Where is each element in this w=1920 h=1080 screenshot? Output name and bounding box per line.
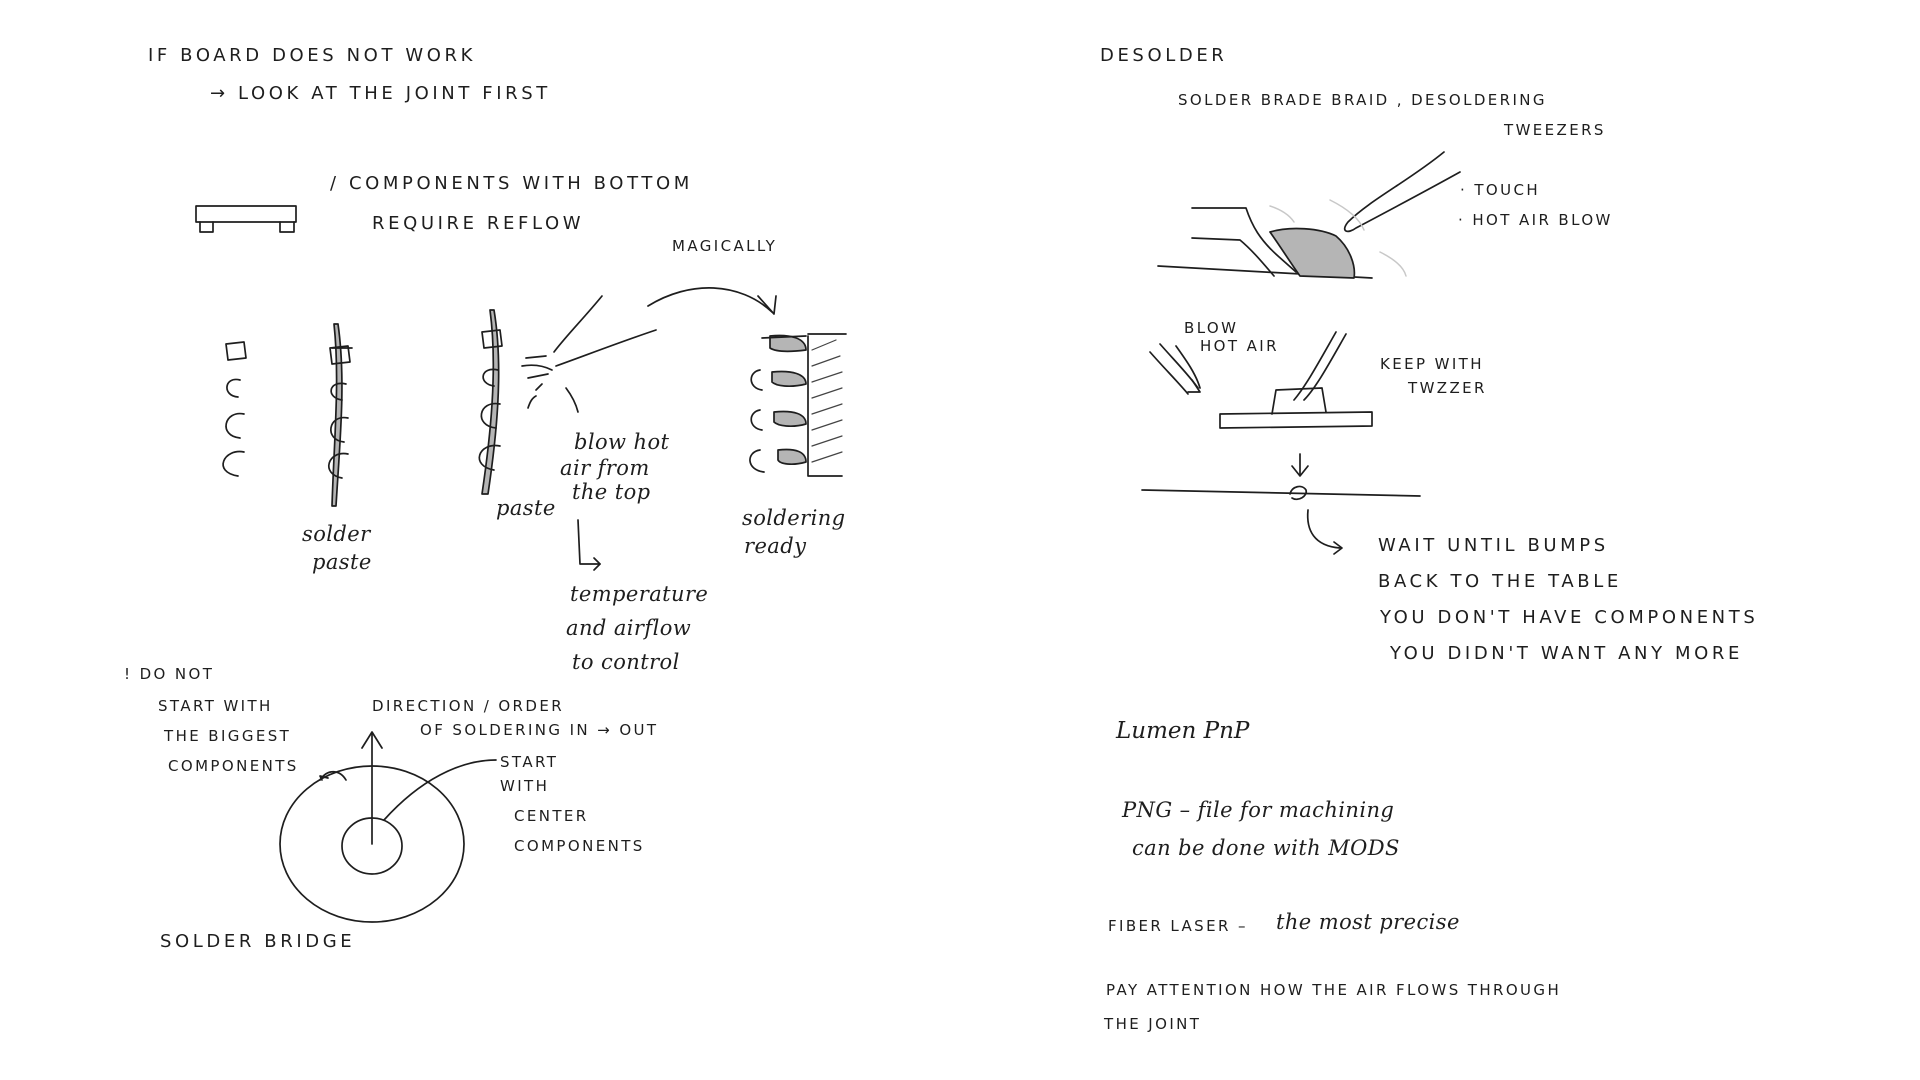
touch-label: · TOUCH [1460,180,1540,200]
desolder-braid-sketch [1158,152,1460,278]
pay-attention-line2: THE JOINT [1104,1014,1201,1034]
start-line1: START [500,752,558,772]
temperature-line2: and airflow [566,614,691,642]
direction-line2: OF SOLDERING IN → OUT [420,720,658,740]
temperature-line1: temperature [570,580,708,608]
png-line1: PNG – file for machining [1122,796,1394,824]
wait-line4: YOU DIDN'T WANT ANY MORE [1390,642,1743,666]
pay-attention-line1: PAY ATTENTION HOW THE AIR FLOWS THROUGH [1106,980,1561,1000]
soldering-ready-line2: ready [744,532,806,560]
bottom-component-sketch [196,206,296,232]
lumen-label: Lumen PnP [1116,716,1249,747]
temperature-line3: to control [572,648,680,676]
png-line2: can be done with MODS [1132,834,1400,862]
soldering-ready-line1: soldering [742,504,846,532]
solder-paste-line2: paste [312,548,372,576]
braid-line2: TWEEZERS [1504,120,1606,140]
desolder-heading: DESOLDER [1100,44,1227,68]
soldering-order-sketch [280,732,496,922]
fiber-laser-label: FIBER LASER – [1108,916,1248,936]
components-line1: / COMPONENTS WITH BOTTOM [330,172,693,196]
heading-line1: IF BOARD DOES NOT WORK [148,44,476,68]
soldering-ready-sketch [750,334,846,476]
pads-sketch [223,342,246,476]
hot-air-blow-label: · HOT AIR BLOW [1458,210,1613,230]
keep-line1: KEEP WITH [1380,354,1484,374]
magically-arrow [648,288,776,314]
keep-line2: TWZZER [1408,378,1487,398]
paste-sketch [479,310,502,494]
temperature-arrow [578,520,600,570]
wait-line1: WAIT UNTIL BUMPS [1378,534,1609,558]
start-line3: CENTER [514,806,589,826]
blow-line1: blow hot [574,428,669,456]
start-line4: COMPONENTS [514,836,645,856]
heading-line2: → LOOK AT THE JOINT FIRST [210,82,551,106]
blow-hot-air-line2: HOT AIR [1200,336,1279,356]
wait-line2: BACK TO THE TABLE [1378,570,1622,594]
solder-bridge-label: SOLDER BRIDGE [160,930,355,954]
warning-line1: ! DO NOT [124,664,214,684]
components-line2: REQUIRE REFLOW [372,212,584,236]
solder-paste-sketch [329,324,352,506]
warning-line3: THE BIGGEST [164,726,291,746]
wait-line3: YOU DON'T HAVE COMPONENTS [1380,606,1758,630]
start-line2: WITH [500,776,549,796]
paste-label: paste [496,494,556,522]
blow-line3: the top [572,478,651,506]
braid-line1: SOLDER BRADE BRAID , DESOLDERING [1178,90,1547,110]
direction-line1: DIRECTION / ORDER [372,696,564,716]
warning-line4: COMPONENTS [168,756,299,776]
fiber-laser-text: the most precise [1276,908,1460,936]
magically-label: MAGICALLY [672,236,777,256]
hot-air-sketch [522,296,656,412]
solder-paste-line1: solder [302,520,371,548]
warning-line2: START WITH [158,696,273,716]
